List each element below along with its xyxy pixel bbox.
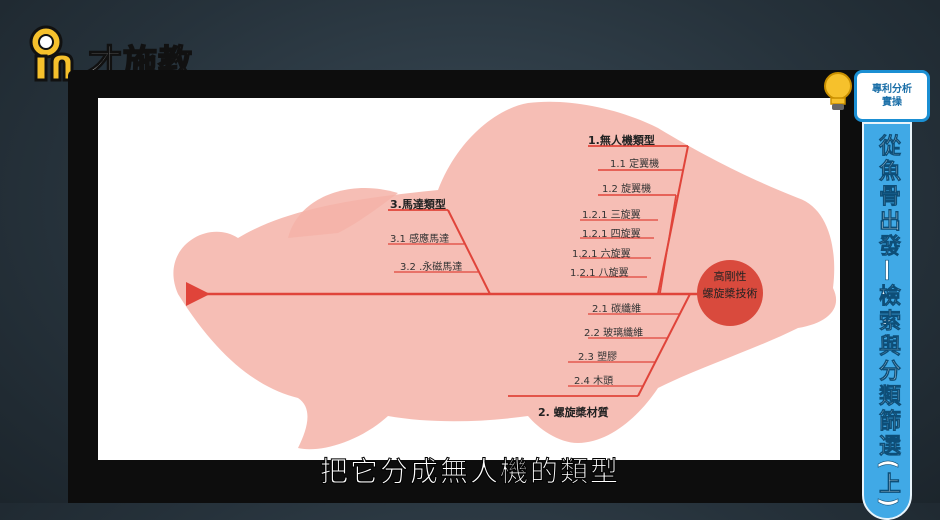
fish-dorsal-fin — [288, 188, 398, 238]
fish-tail-arrow — [186, 282, 210, 306]
lightbulb-icon — [824, 72, 852, 110]
branch-3-title: 3.馬達類型 — [390, 198, 446, 211]
branch-12-item: 1.2.1 三旋翼 — [582, 210, 641, 221]
episode-title: 從魚骨出發—檢索與分類篩選(上) — [875, 134, 901, 511]
slide-screen: 1.無人機類型 1.1 定翼機 1.2 旋翼機 1.2.1 三旋翼 1.2.1 … — [98, 98, 840, 460]
branch-1-item: 1.1 定翼機 — [610, 159, 660, 170]
branch-1-title: 1.無人機類型 — [588, 134, 655, 147]
branch-2-title: 2. 螺旋槳材質 — [538, 406, 609, 419]
topic-badge: 專利分析 實操 — [854, 70, 930, 122]
fish-head — [697, 260, 763, 326]
episode-title-banner: 從魚骨出發—檢索與分類篩選(上) — [862, 122, 912, 520]
side-panel: 專利分析 實操 從魚骨出發—檢索與分類篩選(上) — [824, 62, 930, 520]
fish-body — [173, 101, 837, 450]
head-line-1: 高剛性 — [713, 270, 747, 283]
branch-1-item: 1.2 旋翼機 — [602, 184, 652, 195]
branch-12-item: 1.2.1 六旋翼 — [572, 249, 631, 260]
branch-2-item: 2.2 玻璃纖維 — [584, 328, 644, 339]
branch-3-item: 3.2 .永磁馬達 — [400, 262, 463, 273]
branch-12-item: 1.2.1 八旋翼 — [570, 268, 629, 279]
head-line-2: 螺旋槳技術 — [702, 287, 758, 300]
branch-12-item: 1.2.1 四旋翼 — [582, 229, 641, 240]
branch-2-item: 2.4 木頭 — [574, 376, 614, 387]
brand-mark-icon — [29, 25, 74, 82]
branch-3-item: 3.1 感應馬達 — [390, 234, 450, 245]
badge-line-1: 專利分析 — [872, 84, 912, 95]
branch-2-item: 2.1 碳纖維 — [592, 304, 642, 315]
badge-line-2: 實操 — [882, 97, 902, 108]
video-subtitle: 把它分成無人機的類型 — [319, 455, 620, 489]
branch-2-item: 2.3 塑膠 — [578, 352, 618, 363]
fish-head-label: 高剛性 螺旋槳技術 — [694, 268, 766, 302]
fishbone-diagram — [173, 101, 837, 450]
